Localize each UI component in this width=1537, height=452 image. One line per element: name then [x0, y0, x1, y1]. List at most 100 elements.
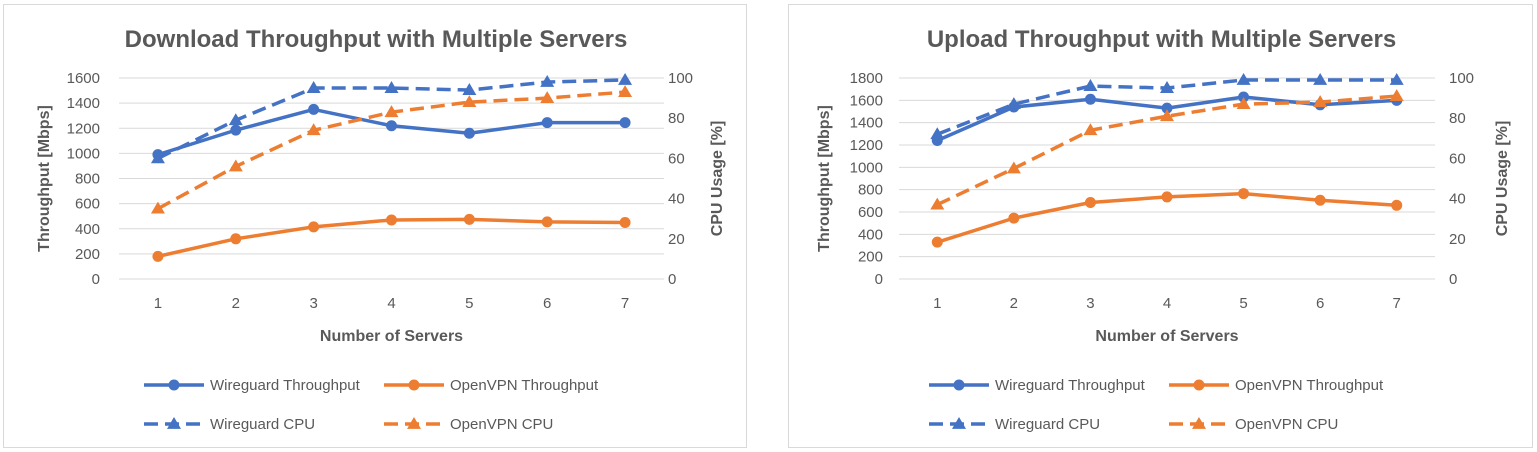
y2-tick-label: 40 [1449, 191, 1466, 208]
x-axis-label: Number of Servers [320, 328, 463, 345]
y2-tick-label: 0 [668, 271, 676, 288]
data-point [308, 221, 320, 233]
series-openvpn-throughput [152, 213, 631, 262]
series-openvpn-throughput [931, 188, 1403, 248]
y-tick-label: 1400 [67, 95, 100, 112]
data-point [1313, 73, 1328, 85]
x-tick-label: 7 [621, 295, 629, 312]
data-point [1008, 212, 1020, 224]
x-axis-label: Number of Servers [1095, 328, 1238, 345]
data-point [462, 95, 477, 108]
legend-item-wireguard-cpu: Wireguard CPU [144, 416, 315, 433]
data-point [1006, 97, 1021, 110]
legend-item-openvpn-throughput: OpenVPN Throughput [1169, 377, 1384, 394]
data-point [1313, 95, 1328, 108]
data-point [384, 81, 399, 93]
legend-label: OpenVPN CPU [1235, 416, 1338, 433]
y-tick-label: 1200 [850, 137, 883, 154]
x-tick-label: 5 [465, 295, 473, 312]
data-point [230, 124, 242, 136]
y2-tick-label: 80 [1449, 110, 1466, 127]
data-point [152, 250, 164, 262]
data-point [150, 201, 165, 214]
y2-axis-label: CPU Usage [%] [709, 121, 726, 237]
data-point [1389, 89, 1404, 101]
data-point [619, 117, 631, 129]
y2-tick-label: 40 [668, 191, 685, 208]
data-point [462, 83, 477, 95]
y2-tick-label: 100 [1449, 70, 1474, 87]
data-point [1083, 123, 1098, 136]
legend-swatch-marker [953, 379, 965, 391]
legend-item-wireguard-throughput: Wireguard Throughput [144, 377, 361, 394]
x-tick-label: 7 [1393, 295, 1401, 312]
data-point [1314, 194, 1326, 206]
legend-item-openvpn-throughput: OpenVPN Throughput [384, 377, 599, 394]
x-tick-label: 3 [309, 295, 317, 312]
y-tick-label: 1000 [67, 145, 100, 162]
data-point [306, 123, 321, 136]
legend-label: Wireguard Throughput [210, 377, 361, 394]
legend-item-openvpn-cpu: OpenVPN CPU [384, 416, 553, 433]
legend-label: OpenVPN Throughput [1235, 377, 1384, 394]
data-point [386, 120, 397, 132]
legend-label: Wireguard CPU [210, 416, 315, 433]
legend-swatch-marker [167, 417, 181, 429]
y-tick-label: 200 [75, 246, 100, 263]
x-tick-label: 6 [543, 295, 551, 312]
data-point [1083, 79, 1098, 91]
y-axis-label: Throughput [Mbps] [816, 105, 833, 252]
data-point [1160, 109, 1174, 122]
chart-title: Upload Throughput with Multiple Servers [927, 26, 1396, 53]
y-tick-label: 600 [75, 196, 100, 213]
data-point [1236, 97, 1251, 110]
y-axis-label: Throughput [Mbps] [36, 105, 53, 252]
data-point [308, 103, 320, 115]
legend-swatch-marker [407, 417, 421, 429]
y-tick-label: 400 [858, 226, 883, 243]
data-point [463, 213, 475, 225]
data-point [384, 105, 399, 118]
data-point [618, 85, 633, 97]
data-point [228, 159, 243, 172]
y2-tick-label: 0 [1449, 271, 1457, 288]
legend-item-openvpn-cpu: OpenVPN CPU [1169, 416, 1338, 433]
data-point [1389, 73, 1404, 85]
data-point [230, 233, 242, 245]
x-tick-label: 1 [933, 295, 941, 312]
x-tick-label: 4 [387, 295, 395, 312]
data-point [541, 216, 553, 228]
data-point [541, 117, 553, 129]
data-point [228, 113, 243, 126]
x-tick-label: 6 [1316, 295, 1324, 312]
legend-label: OpenVPN Throughput [450, 377, 599, 394]
chart-title: Download Throughput with Multiple Server… [125, 26, 628, 53]
y-tick-label: 200 [858, 249, 883, 266]
y-tick-label: 1600 [67, 70, 100, 87]
y-tick-label: 1800 [850, 70, 883, 87]
y2-tick-label: 60 [668, 150, 685, 167]
legend-label: OpenVPN CPU [450, 416, 553, 433]
download-chart-panel: Download Throughput with Multiple Server… [3, 4, 747, 448]
data-point [150, 151, 165, 164]
y2-tick-label: 20 [668, 231, 685, 248]
y-tick-label: 400 [75, 221, 100, 238]
x-tick-label: 5 [1239, 295, 1247, 312]
y-tick-label: 1000 [850, 159, 883, 176]
y-tick-label: 1200 [67, 120, 100, 137]
y-tick-label: 600 [858, 204, 883, 221]
data-point [1006, 161, 1021, 174]
data-point [1238, 188, 1250, 200]
y2-tick-label: 80 [668, 110, 685, 127]
series-openvpn-cpu [930, 89, 1404, 210]
data-point [619, 216, 631, 228]
legend-item-wireguard-cpu: Wireguard CPU [929, 416, 1100, 433]
legend-swatch-marker [1192, 417, 1206, 429]
x-tick-label: 2 [232, 295, 240, 312]
series-wireguard-cpu [930, 73, 1404, 140]
x-tick-label: 3 [1086, 295, 1094, 312]
y-tick-label: 0 [875, 271, 883, 288]
y2-tick-label: 60 [1449, 150, 1466, 167]
y-tick-label: 0 [92, 271, 100, 288]
x-tick-label: 2 [1010, 295, 1018, 312]
